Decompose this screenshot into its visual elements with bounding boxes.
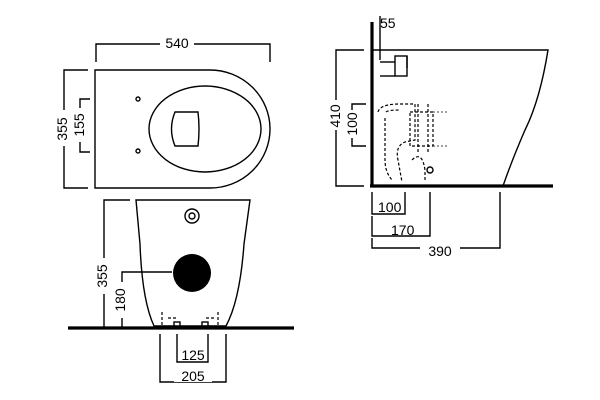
top-view-hinge-hole-lower [135,148,141,154]
top-view-width-label: 540 [165,35,189,51]
side-view-inlet-block [394,55,408,77]
side-view-height-label: 410 [327,104,343,128]
side-view-outlet-axis-dim-line [371,192,431,237]
side-view: 55 410 100 100 170 390 [326,15,553,259]
front-view-inlet-inner [188,212,196,220]
top-view-hinge-hole-upper [135,96,141,102]
top-view-seat-label: 155 [71,113,87,137]
side-view-tank-label: 55 [380,15,396,31]
side-view-outlet-dist-dim-line [371,192,406,215]
front-view-outlet-circle [173,254,211,292]
front-view-feet-dashed [161,312,219,327]
top-view-seat-inner [170,111,200,147]
front-view-outer-width-label: 205 [181,368,205,384]
front-view: 355 180 125 205 [68,199,294,384]
top-view-depth-label: 355 [54,117,70,141]
side-view-inlet-circle [426,166,434,174]
front-view-inlet-outer [184,208,200,224]
side-view-length-label: 390 [428,243,452,259]
side-view-trap-dashed [377,103,416,183]
top-view-bowl-outline [94,69,271,189]
side-view-outlet-axis-label: 170 [391,222,415,238]
front-view-inner-width-label: 125 [181,347,205,363]
side-view-outlet-dist-label: 100 [378,199,402,215]
top-view: 540 355 155 [54,34,271,189]
side-view-body-outline [372,49,549,187]
side-view-tank-dim-line [379,16,408,68]
front-view-inlet-height-label: 180 [112,288,128,312]
top-view-seat-ellipse [148,85,262,173]
front-view-inner-width-dim-line [176,334,209,363]
front-view-height-label: 355 [94,264,110,288]
side-view-outlet-height-label: 100 [344,112,360,136]
